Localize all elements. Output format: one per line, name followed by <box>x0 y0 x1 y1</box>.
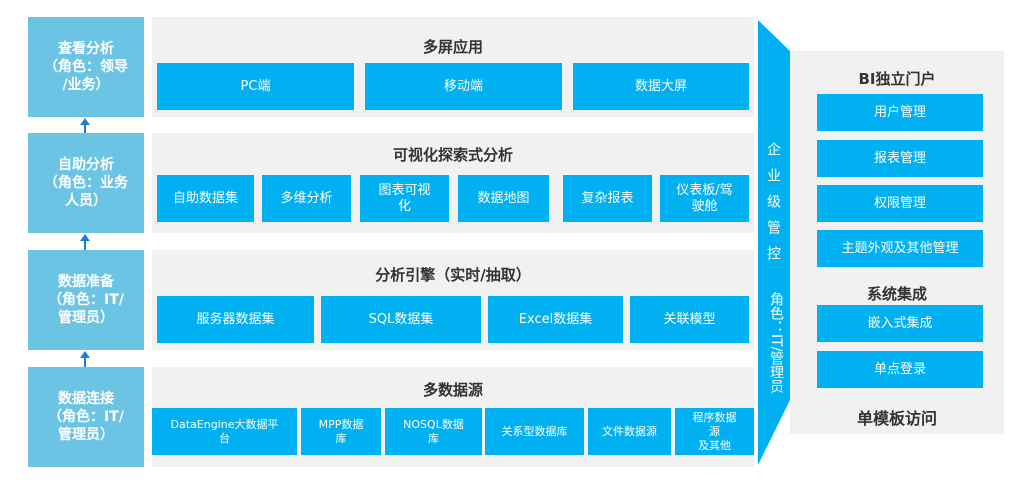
portal-title: BI独立门户 <box>858 70 936 88</box>
item-mpp: MPP数据 库 <box>301 408 381 455</box>
layer-title: 可视化探索式分析 <box>392 146 513 164</box>
item-complex-report: 复杂报表 <box>563 175 652 222</box>
item-self-dataset: 自助数据集 <box>157 175 254 222</box>
role-view-analysis: 查看分析 （角色：领导 /业务） <box>28 17 144 117</box>
item-single-sign-on: 单点登录 <box>817 351 983 388</box>
item-mobile: 移动端 <box>365 63 562 110</box>
integration-title: 系统集成 <box>866 285 927 303</box>
item-program-source: 程序数据 源 及其他 <box>675 408 754 455</box>
control-band-role: 角色：IT/管理员 <box>768 292 784 394</box>
item-dashboard: 仪表板/驾 驶舱 <box>660 175 749 222</box>
item-file-source: 文件数据源 <box>588 408 671 455</box>
role-data-preparation: 数据准备 （角色：IT/ 管理员） <box>28 250 144 350</box>
control-band-arrow <box>758 20 790 465</box>
item-relation-model: 关联模型 <box>630 296 749 343</box>
item-dataengine: DataEngine大数据平 台 <box>152 408 297 455</box>
arrow-up-icon <box>80 351 90 367</box>
item-olap: 多维分析 <box>262 175 351 222</box>
item-relational-db: 关系型数据库 <box>485 408 584 455</box>
item-user-management: 用户管理 <box>817 94 983 131</box>
item-pc: PC端 <box>157 63 354 110</box>
item-sql-dataset: SQL数据集 <box>321 296 481 343</box>
item-excel-dataset: Excel数据集 <box>488 296 623 343</box>
item-chart-visual: 图表可视 化 <box>360 175 449 222</box>
single-template-access: 单模板访问 <box>856 409 937 428</box>
item-theme-management: 主题外观及其他管理 <box>817 230 983 267</box>
item-permission-management: 权限管理 <box>817 185 983 222</box>
item-data-map: 数据地图 <box>458 175 549 222</box>
layer-title: 分析引擎（实时/抽取） <box>375 266 531 284</box>
item-big-screen: 数据大屏 <box>573 63 749 110</box>
layer-title: 多数据源 <box>422 381 483 399</box>
item-report-management: 报表管理 <box>817 140 983 177</box>
item-embedded-integration: 嵌入式集成 <box>817 305 983 342</box>
control-band-label: 企业级管控 <box>765 142 781 272</box>
item-nosql: NOSQL数据 库 <box>385 408 482 455</box>
arrow-up-icon <box>80 118 90 133</box>
role-data-connection: 数据连接 （角色：IT/ 管理员） <box>28 367 144 467</box>
arrow-up-icon <box>80 234 90 250</box>
role-self-service-analysis: 自助分析 （角色：业务 人员） <box>28 133 144 233</box>
layer-title: 多屏应用 <box>422 38 483 56</box>
item-server-dataset: 服务器数据集 <box>157 296 314 343</box>
